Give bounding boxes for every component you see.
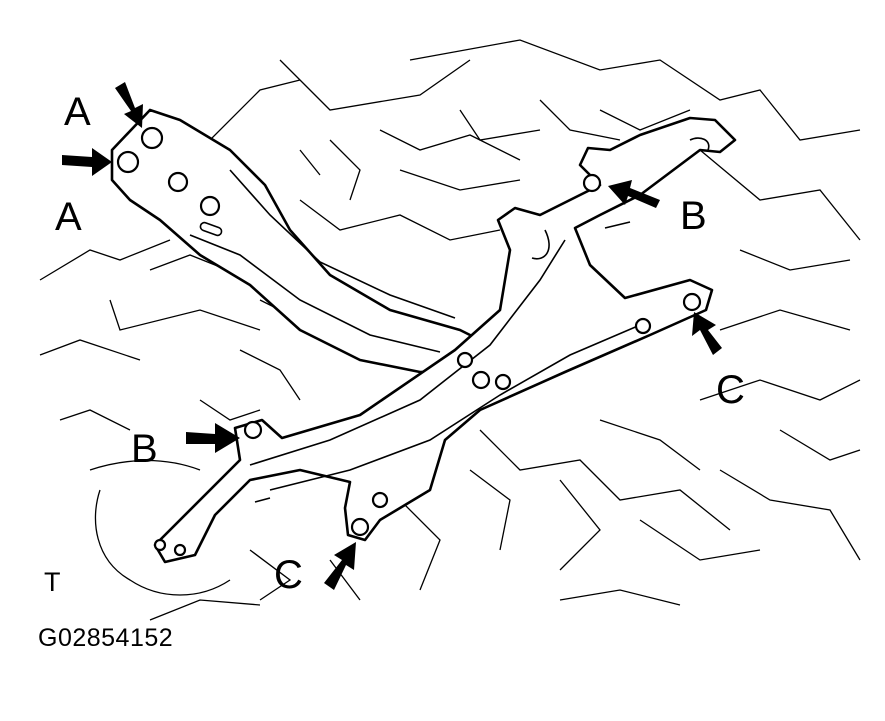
- bolt-a-top: [140, 126, 164, 150]
- arrow-a-top: [115, 82, 143, 128]
- figure-code: G02854152: [38, 624, 174, 652]
- arrow-b-left: [186, 423, 240, 453]
- view-marker: T: [44, 567, 61, 597]
- bolt-center-2: [471, 370, 491, 390]
- label-a-bottom: A: [55, 195, 82, 239]
- label-c-right: C: [716, 368, 745, 412]
- bolt-c-bottom: [350, 517, 370, 537]
- bolt-b-left: [243, 420, 263, 440]
- bolt-center-1: [456, 351, 474, 369]
- arrow-b-right: [608, 180, 660, 208]
- bolt-c-right: [682, 292, 702, 312]
- bolt-upper-1: [167, 171, 189, 193]
- bolt-lower-left: [153, 538, 167, 552]
- label-b-right: B: [680, 194, 707, 238]
- label-a-top: A: [64, 90, 91, 134]
- arrow-a-bottom: [62, 148, 112, 176]
- arrow-c-right: [692, 312, 722, 355]
- bolt-upper-2: [199, 195, 221, 217]
- bolts: [116, 126, 702, 557]
- bolt-a-bottom: [116, 150, 140, 174]
- bolt-center-3: [494, 373, 512, 391]
- main-crossmember: [153, 116, 737, 564]
- arrow-c-bottom: [324, 542, 356, 590]
- bolt-lower-left-2: [173, 543, 187, 557]
- bolt-mid-right: [634, 317, 652, 335]
- label-c-bottom: C: [274, 553, 303, 597]
- pointer-arrows: [62, 82, 722, 590]
- label-b-left: B: [131, 427, 158, 471]
- bolt-b-right: [582, 173, 602, 193]
- bolt-lower-1: [371, 491, 389, 509]
